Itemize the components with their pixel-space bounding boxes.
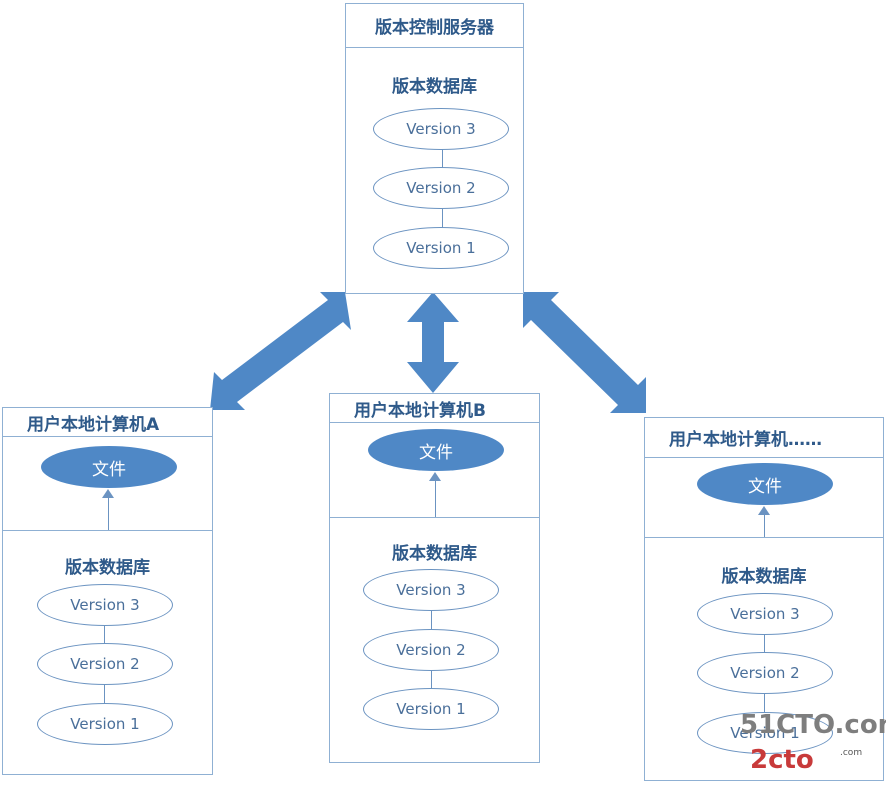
client-c-file: 文件 [697,463,833,505]
file-link [764,513,765,537]
watermark-2cto-suffix: .com [840,748,863,758]
watermark-51cto: 51CTO.com [740,710,886,740]
watermark-2cto: 2cto [750,745,814,775]
arrow-up-icon [102,489,114,498]
server-version-2: Version 2 [373,167,509,209]
arrow-up-icon [429,472,441,481]
server-version-3: Version 3 [373,108,509,150]
arrow-up-icon [758,506,770,515]
version-link [442,149,443,169]
divider [330,517,539,518]
client-a-box: 用户本地计算机A 文件 版本数据库 Version 3 Version 2 Ve… [2,407,213,775]
client-c-title-text: 用户本地计算机…… [669,430,822,450]
version-link [104,625,105,645]
file-link [435,479,436,517]
client-b-box: 用户本地计算机B 文件 版本数据库 Version 3 Version 2 Ve… [329,393,540,763]
client-a-title-text: 用户本地计算机A [27,414,160,435]
version-link [104,685,105,705]
arrow-server-client-b [407,292,459,393]
client-a-version-3: Version 3 [37,584,173,626]
client-b-db-title: 版本数据库 [392,544,477,564]
client-b-title-text: 用户本地计算机B [354,400,486,421]
client-a-title: 用户本地计算机A [3,408,212,437]
version-link [431,610,432,630]
client-b-version-2: Version 2 [363,629,499,671]
client-a-db-title: 版本数据库 [65,558,150,578]
client-c-version-2: Version 2 [697,652,833,694]
version-link [431,669,432,689]
client-c-db-title: 版本数据库 [721,567,807,587]
version-link [764,694,765,714]
arrow-server-client-c [523,292,646,413]
client-c-version-3: Version 3 [697,593,833,635]
client-c-box: 用户本地计算机…… 文件 版本数据库 Version 3 Version 2 V… [644,417,884,781]
client-a-file: 文件 [41,446,177,488]
client-b-file: 文件 [368,429,504,471]
version-link [442,209,443,229]
client-b-title: 用户本地计算机B [330,394,539,423]
client-a-version-2: Version 2 [37,643,173,685]
version-link [764,634,765,654]
server-version-1: Version 1 [373,227,509,269]
server-box: 版本控制服务器 版本数据库 Version 3 Version 2 Versio… [345,3,524,294]
arrow-server-client-a [210,292,351,410]
file-link [108,496,109,531]
server-db-title: 版本数据库 [392,77,477,97]
server-title: 版本控制服务器 [346,4,523,48]
client-b-version-1: Version 1 [363,688,499,730]
divider [3,530,212,531]
divider [645,537,883,538]
server-title-text: 版本控制服务器 [375,18,494,38]
client-b-version-3: Version 3 [363,569,499,611]
client-a-version-1: Version 1 [37,703,173,745]
client-c-title: 用户本地计算机…… [645,418,883,458]
client-c-version-1: Version 1 [697,712,833,754]
